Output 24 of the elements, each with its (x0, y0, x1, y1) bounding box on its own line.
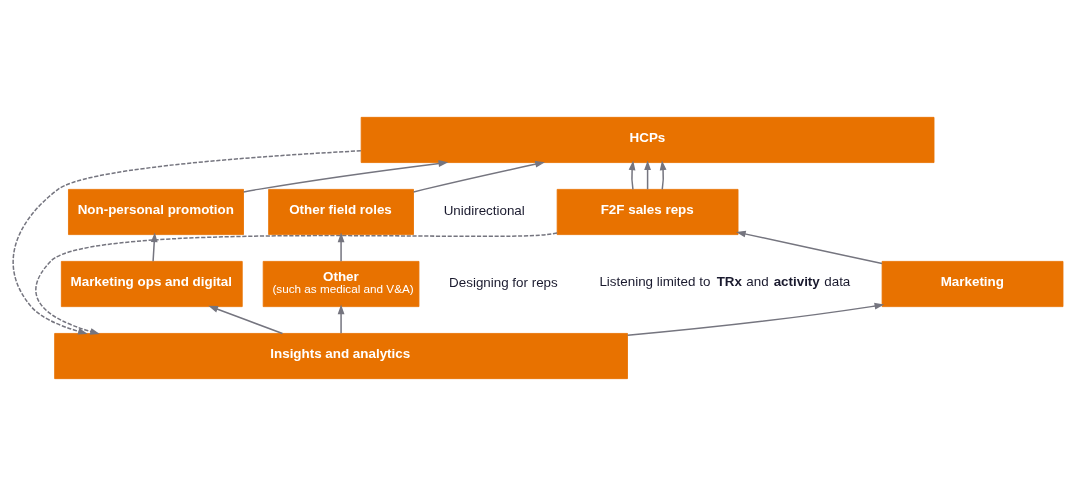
node-box: Marketing (881, 260, 1064, 307)
arrow (644, 159, 651, 190)
node-box: Other (such as medical and V&A) (262, 260, 420, 307)
arrow (337, 303, 345, 334)
arrow (628, 159, 636, 190)
label: Listening limited to TRx and activity data (599, 273, 851, 289)
node-box: Non-personal promotion (68, 188, 244, 235)
arrow (35, 231, 558, 335)
arrow (626, 302, 885, 336)
arrow (12, 149, 362, 335)
arrow (659, 159, 667, 190)
arrow (735, 230, 883, 264)
arrow (150, 231, 158, 262)
arrow (242, 159, 449, 193)
label: Designing for reps (449, 274, 558, 290)
node-box: Marketing ops and digital (60, 260, 243, 307)
arrow (208, 305, 284, 334)
node-box: Insights and analytics (54, 332, 628, 379)
node-box: HCPs (360, 116, 935, 163)
arrow (337, 231, 345, 262)
label: Unidirectional (443, 202, 525, 218)
node-box: F2F sales reps (556, 188, 739, 235)
node-box: Other field roles (268, 188, 414, 235)
arrow (412, 160, 545, 193)
